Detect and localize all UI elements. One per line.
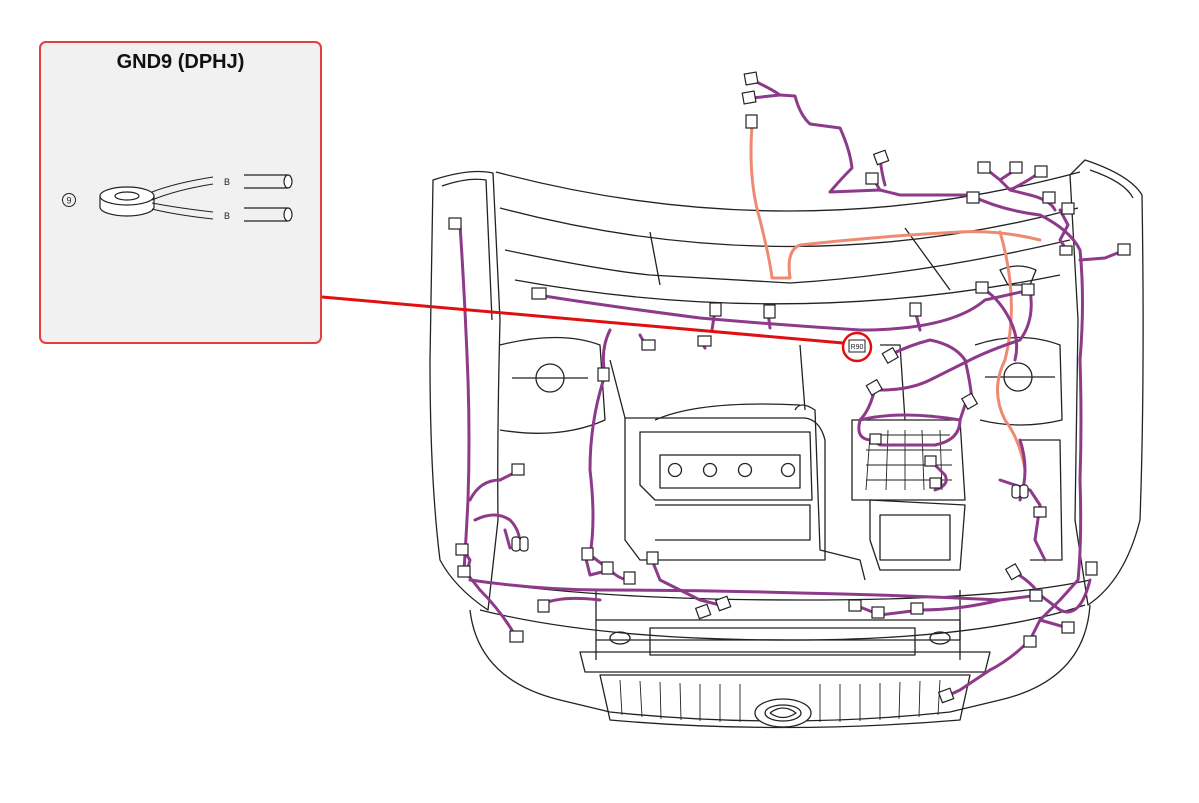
connector: [924, 455, 937, 467]
connector: [519, 536, 529, 552]
connector: [966, 191, 980, 204]
connector: [1033, 506, 1047, 518]
connector: [709, 302, 722, 317]
connector: [697, 335, 712, 347]
connector: [509, 630, 524, 643]
connector: [881, 346, 900, 365]
connector: [937, 687, 955, 704]
callout-title: GND9 (DPHJ): [116, 51, 245, 73]
ground-point-circle: [841, 331, 873, 363]
connector: [763, 304, 776, 319]
connector: [872, 149, 890, 166]
connector: [910, 602, 924, 615]
connector: [977, 161, 991, 174]
wire-end-2: [244, 207, 293, 222]
wire-1-color-code: B: [224, 177, 230, 187]
connector: [865, 172, 879, 185]
connector: [1011, 484, 1021, 499]
connector: [741, 90, 757, 105]
connector: [694, 603, 712, 620]
ground-point-callout: GND9 (DPHJ): [39, 41, 322, 344]
secondary-harness: [749, 123, 1042, 472]
connector: [1061, 202, 1075, 215]
connector: [455, 543, 469, 556]
connector: [865, 378, 884, 397]
connector: [1004, 562, 1023, 581]
connector: [1009, 161, 1023, 174]
callout-leader-line: [321, 295, 844, 345]
connector: [1034, 165, 1048, 178]
connector: [960, 392, 979, 411]
connector: [537, 599, 550, 613]
connector: [1085, 561, 1098, 576]
connector: [597, 367, 610, 382]
connector: [457, 565, 471, 578]
connector: [743, 71, 759, 86]
connector: [848, 599, 862, 612]
connector: [581, 547, 594, 561]
wire-2-color-code: B: [224, 211, 230, 221]
connector: [1059, 245, 1073, 256]
connector: [975, 281, 989, 294]
connector: [909, 302, 922, 317]
connector: [623, 571, 636, 585]
main-harness: [458, 78, 1127, 699]
connector: [1029, 589, 1043, 602]
ring-terminal-icon: [99, 176, 214, 220]
index-marker-text: 9: [66, 196, 71, 206]
connector: [714, 595, 732, 612]
ground-terminal-marker: [848, 339, 866, 353]
connector: [531, 287, 547, 300]
ground-point-locator: R90: [841, 331, 873, 363]
connector: [601, 561, 614, 575]
connector: [1023, 635, 1037, 648]
wire-end-1: [244, 174, 293, 189]
vehicle-outline: [429, 159, 1144, 729]
connector: [929, 477, 942, 489]
connectors: [448, 71, 1131, 704]
connector: [1021, 283, 1035, 296]
connector: [1117, 243, 1131, 256]
connector: [646, 551, 659, 565]
connector: [448, 217, 462, 230]
ground-terminal-illustration: 9 B B: [62, 174, 293, 222]
index-marker-circle: [62, 193, 76, 207]
connector: [511, 536, 521, 552]
connector: [1061, 621, 1075, 634]
connector: [869, 433, 882, 445]
connector: [745, 114, 758, 129]
connector: [871, 606, 885, 619]
connector: [641, 339, 656, 351]
connector: [511, 463, 525, 476]
connector: [1042, 191, 1056, 204]
connector: [1019, 484, 1029, 499]
locator-label: R90: [851, 344, 864, 351]
